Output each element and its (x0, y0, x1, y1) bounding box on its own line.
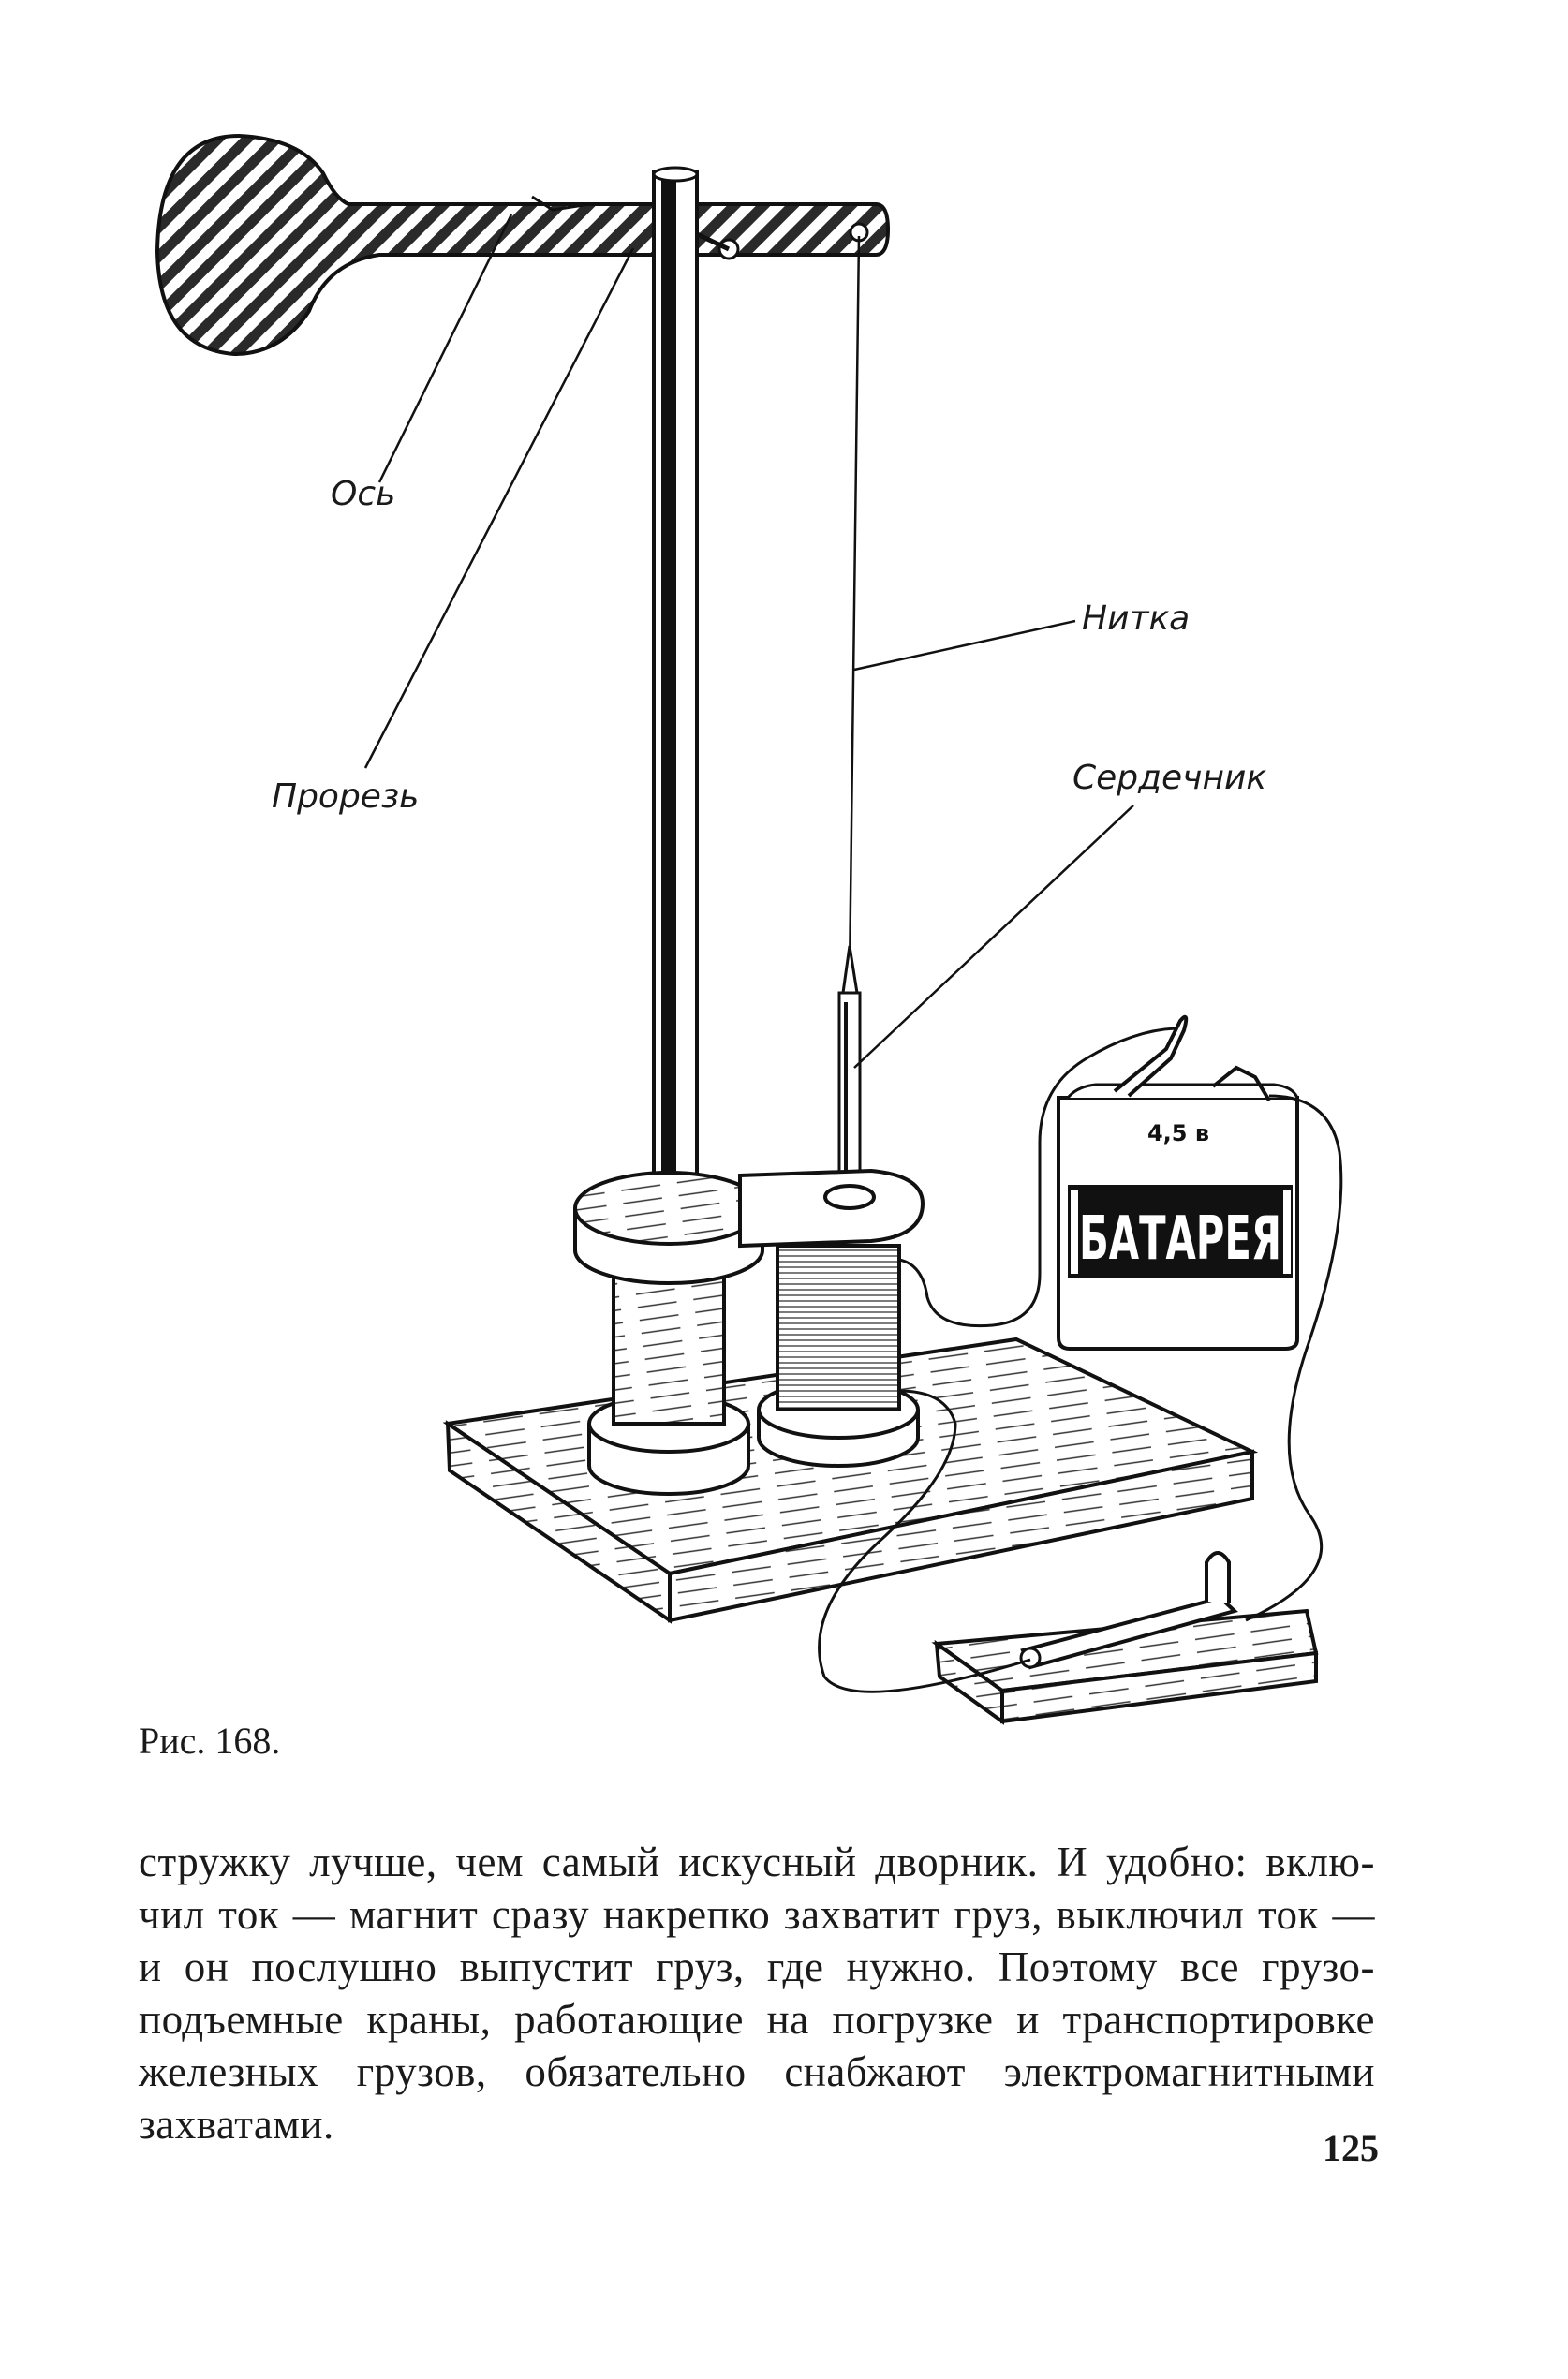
battery-voltage: 4,5 в (1147, 1120, 1209, 1146)
leader-lines (363, 214, 1134, 1069)
wires (818, 1027, 1343, 1693)
text-line: захватами. (139, 2101, 334, 2148)
left-spool (573, 1171, 764, 1496)
page-number: 125 (1323, 2127, 1379, 2169)
battery-name: БАТАРЕЯ (1079, 1204, 1281, 1274)
lever-arm (155, 133, 891, 357)
switch (931, 1551, 1319, 1725)
text-line: подъемные краны, работающие на погрузке … (139, 1996, 1375, 2043)
coil-spool (757, 1244, 920, 1468)
text-line: чил ток — магнит сразу накрепко захватит… (139, 1891, 1375, 1938)
text-line: стружку лучше, чем самый искусный дворни… (139, 1839, 1375, 1885)
yoke-bar (738, 1168, 925, 1249)
label-core: Сердечник (1072, 759, 1267, 797)
figure-caption: Рис. 168. (139, 1720, 281, 1762)
electromagnet-crane-illustration: 4,5 в БАТАРЕЯ (155, 133, 1343, 1725)
battery: 4,5 в БАТАРЕЯ (1057, 1014, 1299, 1351)
text-line: железных грузов, обязательно снабжают эл… (139, 2048, 1375, 2095)
text-line: и он послушно выпустит груз, где нужно. … (139, 1943, 1375, 1990)
thread-line (848, 235, 861, 975)
label-axis: Ось (331, 475, 396, 513)
label-thread: Нитка (1082, 599, 1191, 638)
vertical-rod (652, 166, 699, 1180)
body-paragraph: стружку лучше, чем самый искусный дворни… (139, 1836, 1375, 2150)
label-slot: Прорезь (272, 777, 420, 816)
